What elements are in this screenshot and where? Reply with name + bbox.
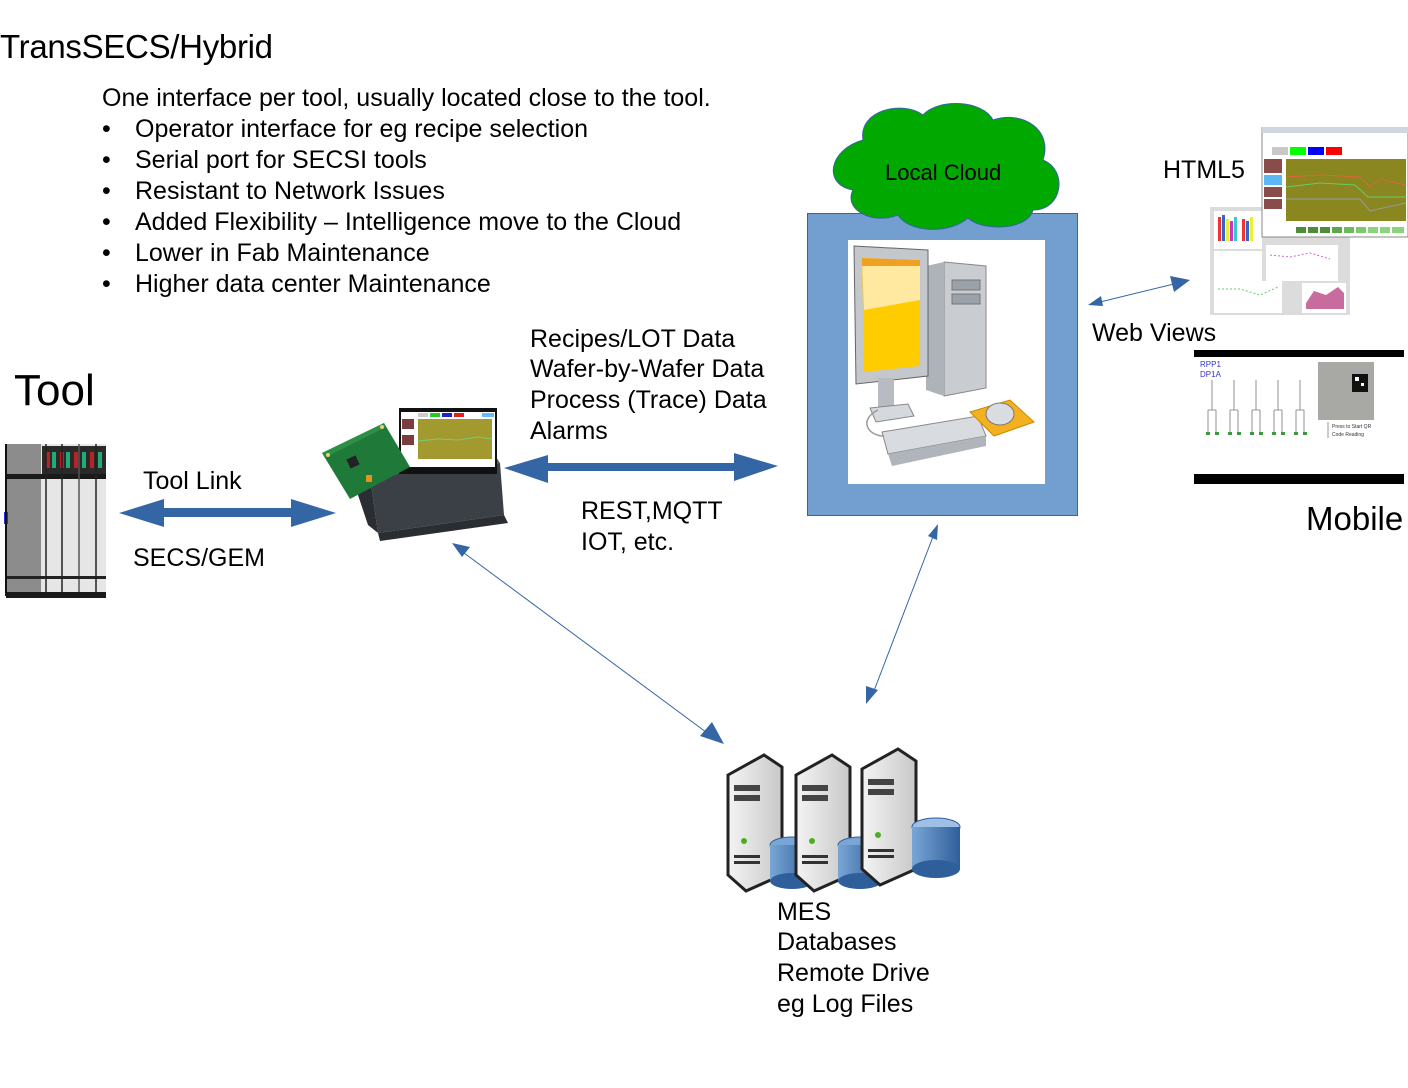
bullet-item: • Serial port for SECSI tools [102, 145, 681, 176]
cloud-link-arrow [504, 453, 778, 483]
bullet-item: • Resistant to Network Issues [102, 176, 681, 207]
bullet-glyph: • [102, 115, 111, 143]
server-label: Databases [777, 928, 897, 956]
bullet-glyph: • [102, 177, 111, 205]
bullet-glyph: • [102, 208, 111, 236]
bullet-item: • Added Flexibility – Intelligence move t… [102, 207, 681, 238]
svg-text:RPP1: RPP1 [1200, 360, 1221, 369]
server-unit [860, 747, 961, 887]
bullet-text: Operator interface for eg recipe selecti… [135, 115, 589, 143]
svg-text:Code Reading: Code Reading [1332, 432, 1364, 438]
html5-label: HTML5 [1163, 156, 1245, 184]
cloud-db-arrow [866, 524, 938, 704]
server-unit [726, 753, 815, 893]
svg-text:DP1A: DP1A [1200, 370, 1222, 379]
server-label: Remote Drive [777, 959, 930, 987]
server-label: eg Log Files [777, 990, 914, 1018]
fab-tool-machine-icon [4, 444, 106, 598]
web-views-arrow [1088, 276, 1190, 306]
gateway-db-arrow [452, 543, 724, 744]
mobile-app-screenshot-icon: RPP1 DP1A Press to Start QR Code Reading [1194, 350, 1404, 486]
bullet-glyph: • [102, 270, 111, 298]
bullet-item: • Lower in Fab Maintenance [102, 238, 681, 269]
tool-link-label: Tool Link [143, 467, 242, 495]
protocol-label: REST,MQTT [581, 497, 723, 525]
server-database-cluster-icon [726, 747, 961, 893]
web-views-label: Web Views [1092, 319, 1217, 347]
svg-text:Press to Start QR: Press to Start QR [1332, 424, 1372, 430]
bullet-text: Lower in Fab Maintenance [135, 239, 430, 267]
bullet-text: Higher data center Maintenance [135, 270, 491, 298]
data-type-label: Wafer-by-Wafer Data [530, 355, 765, 383]
page-title: TransSECS/Hybrid [0, 28, 273, 65]
bullet-glyph: • [102, 239, 111, 267]
tool-link-arrow [119, 499, 336, 527]
local-cloud-label: Local Cloud [885, 160, 1002, 185]
mobile-label: Mobile [1306, 500, 1404, 537]
data-type-label: Recipes/LOT Data [530, 325, 736, 353]
bullet-text: Serial port for SECSI tools [135, 146, 427, 174]
bullet-text: Added Flexibility – Intelligence move to… [135, 208, 682, 236]
protocol-label: IOT, etc. [581, 528, 675, 556]
bullet-item: • Higher data center Maintenance [102, 269, 681, 300]
web-dashboard-screenshot-icon [1210, 127, 1408, 315]
data-type-label: Alarms [530, 417, 608, 445]
intro-text: One interface per tool, usually located … [102, 84, 711, 112]
bullet-item: • Operator interface for eg recipe select… [102, 114, 681, 145]
bullet-glyph: • [102, 146, 111, 174]
bullet-text: Resistant to Network Issues [135, 177, 445, 205]
bullet-list: • Operator interface for eg recipe select… [102, 114, 681, 300]
tool-label: Tool [14, 366, 95, 415]
data-type-label: Process (Trace) Data [530, 386, 767, 414]
local-cloud-icon [832, 103, 1060, 230]
desktop-computer-icon [848, 240, 1045, 484]
tool-link-protocol-label: SECS/GEM [133, 544, 265, 572]
server-label: MES [777, 898, 832, 926]
edge-gateway-device-icon [322, 408, 508, 541]
